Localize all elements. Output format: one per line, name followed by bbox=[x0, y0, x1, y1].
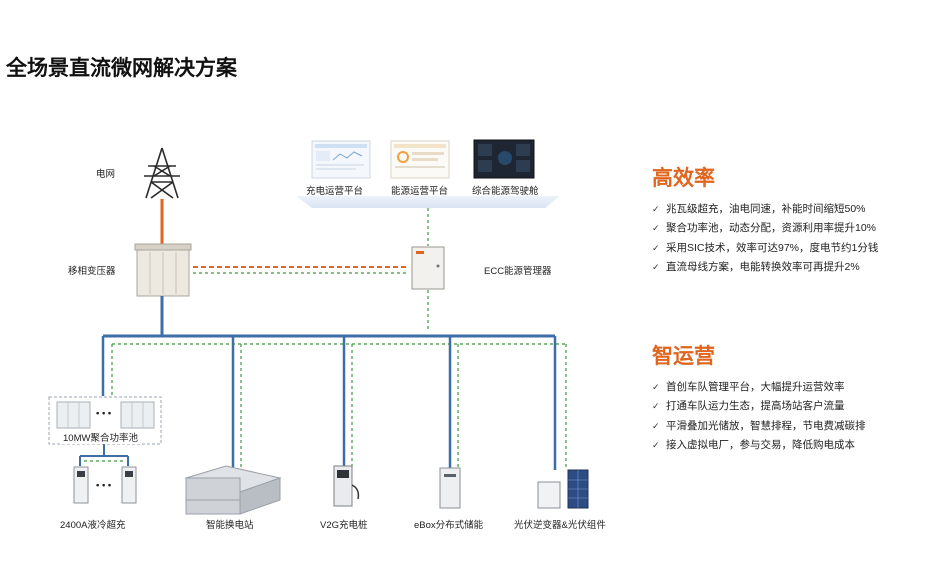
liquid-cooled-charger-icon bbox=[73, 466, 137, 504]
grid-label: 电网 bbox=[96, 169, 116, 180]
list-item: ✓采用SIC技术，效率可达97%，度电节约1分钱 bbox=[652, 239, 878, 258]
check-icon: ✓ bbox=[652, 223, 660, 234]
ebox-storage-icon bbox=[439, 467, 461, 509]
pv-inverter-icon bbox=[537, 481, 561, 509]
check-icon: ✓ bbox=[652, 204, 660, 214]
power-tower-icon bbox=[144, 147, 180, 199]
list-item: ✓平滑叠加光储放，智慧排程，节电费减碳排 bbox=[652, 417, 866, 436]
pool-ellipsis: • • • bbox=[96, 408, 112, 419]
charger-ellipsis: • • • bbox=[96, 480, 112, 491]
list-item: ✓接入虚拟电厂，参与交易，降低购电成本 bbox=[652, 436, 866, 455]
pv-label: 光伏逆变器&光伏组件 bbox=[514, 520, 606, 531]
bullet-list: ✓首创车队管理平台，大幅提升运营效率 ✓打通车队运力生态，提高场站客户流量 ✓平… bbox=[652, 378, 866, 456]
check-icon: ✓ bbox=[652, 420, 660, 431]
list-item: ✓兆瓦级超充，油电同速，补能时间缩短50% bbox=[652, 200, 878, 219]
section-heading: 智运营 bbox=[652, 345, 715, 368]
check-icon: ✓ bbox=[652, 401, 660, 412]
platform-screen-charging bbox=[311, 140, 371, 179]
ebox-label: eBox分布式储能 bbox=[414, 520, 484, 531]
page-title: 全场景直流微网解决方案 bbox=[6, 57, 237, 80]
platform-band bbox=[296, 196, 560, 208]
list-item: ✓直流母线方案，电能转换效率可再提升2% bbox=[652, 258, 878, 277]
section-heading: 高效率 bbox=[652, 167, 715, 190]
transformer-label: 移相变压器 bbox=[68, 266, 116, 277]
check-icon: ✓ bbox=[652, 440, 660, 451]
check-icon: ✓ bbox=[652, 382, 660, 392]
battery-swap-station-icon bbox=[184, 465, 282, 515]
transformer-icon bbox=[134, 243, 192, 297]
list-item: ✓首创车队管理平台，大幅提升运营效率 bbox=[652, 378, 866, 397]
pool-label: 10MW聚合功率池 bbox=[61, 430, 140, 444]
ecc-cabinet-icon bbox=[411, 246, 445, 290]
swap-station-label: 智能换电站 bbox=[206, 520, 254, 531]
list-item: ✓打通车队运力生态，提高场站客户流量 bbox=[652, 397, 866, 416]
charger-label: 2400A液冷超充 bbox=[60, 520, 126, 531]
v2g-charger-icon bbox=[333, 465, 360, 507]
list-item: ✓聚合功率池，动态分配，资源利用率提升10% bbox=[652, 219, 878, 238]
ecc-label: ECC能源管理器 bbox=[484, 266, 552, 277]
platform-label-charging: 充电运营平台 bbox=[306, 186, 364, 197]
solar-panel-icon bbox=[567, 469, 589, 509]
platform-label-cockpit: 综合能源驾驶舱 bbox=[472, 186, 539, 197]
bullet-list: ✓兆瓦级超充，油电同速，补能时间缩短50% ✓聚合功率池，动态分配，资源利用率提… bbox=[652, 200, 878, 278]
power-pool-cabinet-icon bbox=[56, 401, 155, 429]
check-icon: ✓ bbox=[652, 242, 660, 253]
section-efficiency: 高效率 ✓兆瓦级超充，油电同速，补能时间缩短50% ✓聚合功率池，动态分配，资源… bbox=[652, 162, 878, 278]
platform-screen-cockpit bbox=[473, 139, 535, 179]
section-smart-ops: 智运营 ✓首创车队管理平台，大幅提升运营效率 ✓打通车队运力生态，提高场站客户流… bbox=[652, 340, 866, 456]
v2g-label: V2G充电桩 bbox=[320, 520, 368, 531]
platform-screen-energy bbox=[390, 140, 450, 179]
check-icon: ✓ bbox=[652, 262, 660, 273]
platform-label-energy: 能源运营平台 bbox=[391, 186, 449, 197]
